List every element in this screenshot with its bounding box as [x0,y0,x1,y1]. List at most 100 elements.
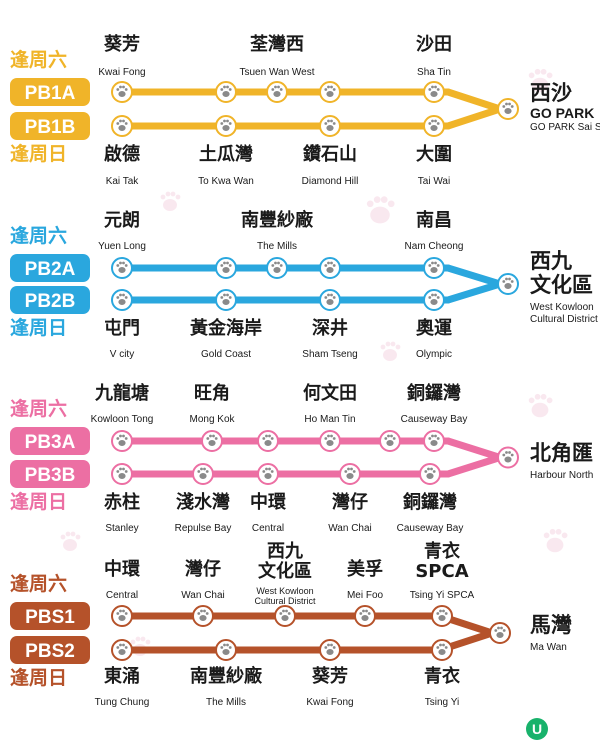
destination-name-zh: 馬灣 [530,613,572,637]
stop-marker [215,81,237,103]
paw-toe [431,434,434,438]
paw-toe [327,261,330,265]
route-badge-bottom[interactable]: PB2B [10,286,90,314]
paw-toe [205,470,209,473]
paw-toe [324,122,328,125]
route-merge-line [444,437,504,478]
paw-toe [534,393,541,400]
paw-icon [502,451,514,463]
stop-marker [215,257,237,279]
route-badge-top[interactable]: PB1A [10,78,90,106]
stop-name-zh: 赤柱 [104,491,140,513]
paw-pad [199,615,207,621]
stop-name-zh: 青衣 [424,665,460,687]
paw-pad [118,649,126,655]
paw-toe [200,609,203,613]
stop-name-zh: 葵芳 [103,33,140,55]
paw-toe [442,643,445,647]
destination-name-en: West Kowloon [530,302,594,313]
stop-marker [319,81,341,103]
stop-name-zh: 大圍 [416,143,452,165]
route-badge-bottom[interactable]: PB1B [10,112,90,140]
paw-icon [116,293,128,305]
stop-name-en: Ho Man Tin [304,414,355,425]
paw-toe [439,643,442,647]
paw-toe [165,191,171,197]
paw-pad [504,456,512,463]
paw-toe [124,88,128,91]
paw-toe [122,609,125,613]
stop-name-zh: SPCA [415,561,468,582]
paw-toe [65,531,71,537]
route-badge-bottom[interactable]: PBS2 [10,636,90,664]
paw-toe [502,105,506,108]
paw-toe [436,264,440,267]
paw-icon [116,643,128,655]
stop-name-en: Diamond Hill [302,176,359,187]
stop-name-zh: 土瓜灣 [199,143,253,165]
paw-toe [212,434,215,438]
stop-name-en: Causeway Bay [401,414,468,425]
paw-toe [116,437,120,440]
paw-toe [220,88,224,91]
stop-name-en: Stanley [105,523,138,534]
paw-toe [434,434,437,438]
stop-name-zh: 銅鑼灣 [403,491,457,513]
paw-toe [555,528,562,535]
paw-toe [436,437,440,440]
paw-toe [203,467,206,471]
paw-pad [199,473,207,479]
paw-toe [434,119,437,123]
badge-bg [10,602,90,630]
paw-toe [330,434,333,438]
stop-name-zh: 青衣 [424,540,460,562]
day-label-sunday: 逢周日 [10,142,67,165]
stop-marker [111,289,133,311]
paw-toe [279,612,283,615]
badge-bg [10,427,90,455]
day-label-sunday: 逢周日 [10,316,67,339]
stop-name-zh: 荃灣西 [250,33,304,55]
paw-toe [528,397,535,404]
paw-pad [383,349,397,361]
day-label-sunday: 逢周日 [10,490,67,513]
stop-name-en: Kai Tak [106,176,140,187]
paw-pad [264,473,272,479]
paw-toe [226,643,229,647]
stop-name-en: Wan Chai [328,523,372,534]
route-badge-bottom[interactable]: PB3B [10,460,90,488]
stop-marker [319,430,341,452]
paw-toe [497,626,500,630]
background-paw-icon [160,191,181,211]
destination-marker [489,622,511,644]
paw-toe [122,643,125,647]
paw-toe [170,191,176,197]
route-badge-top[interactable]: PB2A [10,254,90,282]
paw-toe [124,646,128,649]
paw-toe [119,467,122,471]
paw-toe [119,293,122,297]
stop-marker [266,81,288,103]
paw-toe [330,85,333,89]
paw-toe [508,277,511,281]
paw-pad [504,283,512,289]
stop-name-en: Tung Chung [95,697,150,708]
route-badge-top[interactable]: PB3A [10,427,90,455]
paw-pad [222,649,230,655]
paw-toe [546,397,553,404]
paw-toe [274,261,277,265]
paw-toe [287,612,291,615]
stop-name-zh: 黃金海岸 [189,317,262,339]
paw-toe [385,341,391,347]
paw-toe [175,194,181,200]
day-label-saturday: 逢周六 [10,572,67,595]
paw-toe [327,434,330,438]
route-badge-top[interactable]: PBS1 [10,602,90,630]
stop-name-en: Wan Chai [181,590,225,601]
paw-toe [124,612,128,615]
paw-toe [428,88,432,91]
paw-pad [273,91,281,97]
badge-bg [10,112,90,140]
